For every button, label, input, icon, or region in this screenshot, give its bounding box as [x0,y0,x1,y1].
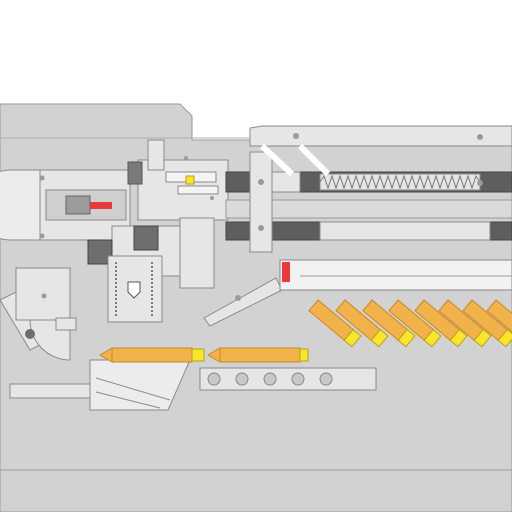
screw-icon [41,293,47,299]
cartridge-icon [388,299,442,348]
screw-icon [477,180,483,186]
spring-icon [319,174,481,190]
cartridge-icon [335,299,389,348]
cartridge-icon [99,347,205,363]
screw-icon [39,175,45,181]
loading-tray[interactable] [89,347,377,411]
lower-rail [225,199,512,241]
cartridge-icon [438,299,492,348]
rear-housing [0,169,131,241]
feed-guide [203,259,512,327]
red-indicator [282,262,290,282]
bullet-tip-icon [185,175,195,185]
cartridge-icon [462,299,512,348]
cartridge-icon [308,299,362,348]
magazine[interactable] [308,299,512,348]
screw-icon [210,196,214,200]
cartridge-icon [486,299,512,341]
red-indicator [90,202,112,209]
screw-icon [293,133,299,139]
bolt-carrier[interactable] [127,139,229,221]
cartridge-icon [362,299,416,348]
hammer-linkage[interactable] [0,267,91,399]
shield-emblem-icon [127,281,141,299]
trigger-group[interactable] [87,217,215,323]
screw-icon [39,233,45,239]
charging-strut[interactable] [249,143,331,253]
screw-icon [258,225,264,231]
screw-icon [184,156,188,160]
screw-icon [258,179,264,185]
cartridge-icon [207,347,309,363]
screw-icon [235,295,241,301]
screw-icon [477,134,483,140]
upper-rail[interactable] [249,125,512,147]
cartridge-icon [414,299,468,348]
